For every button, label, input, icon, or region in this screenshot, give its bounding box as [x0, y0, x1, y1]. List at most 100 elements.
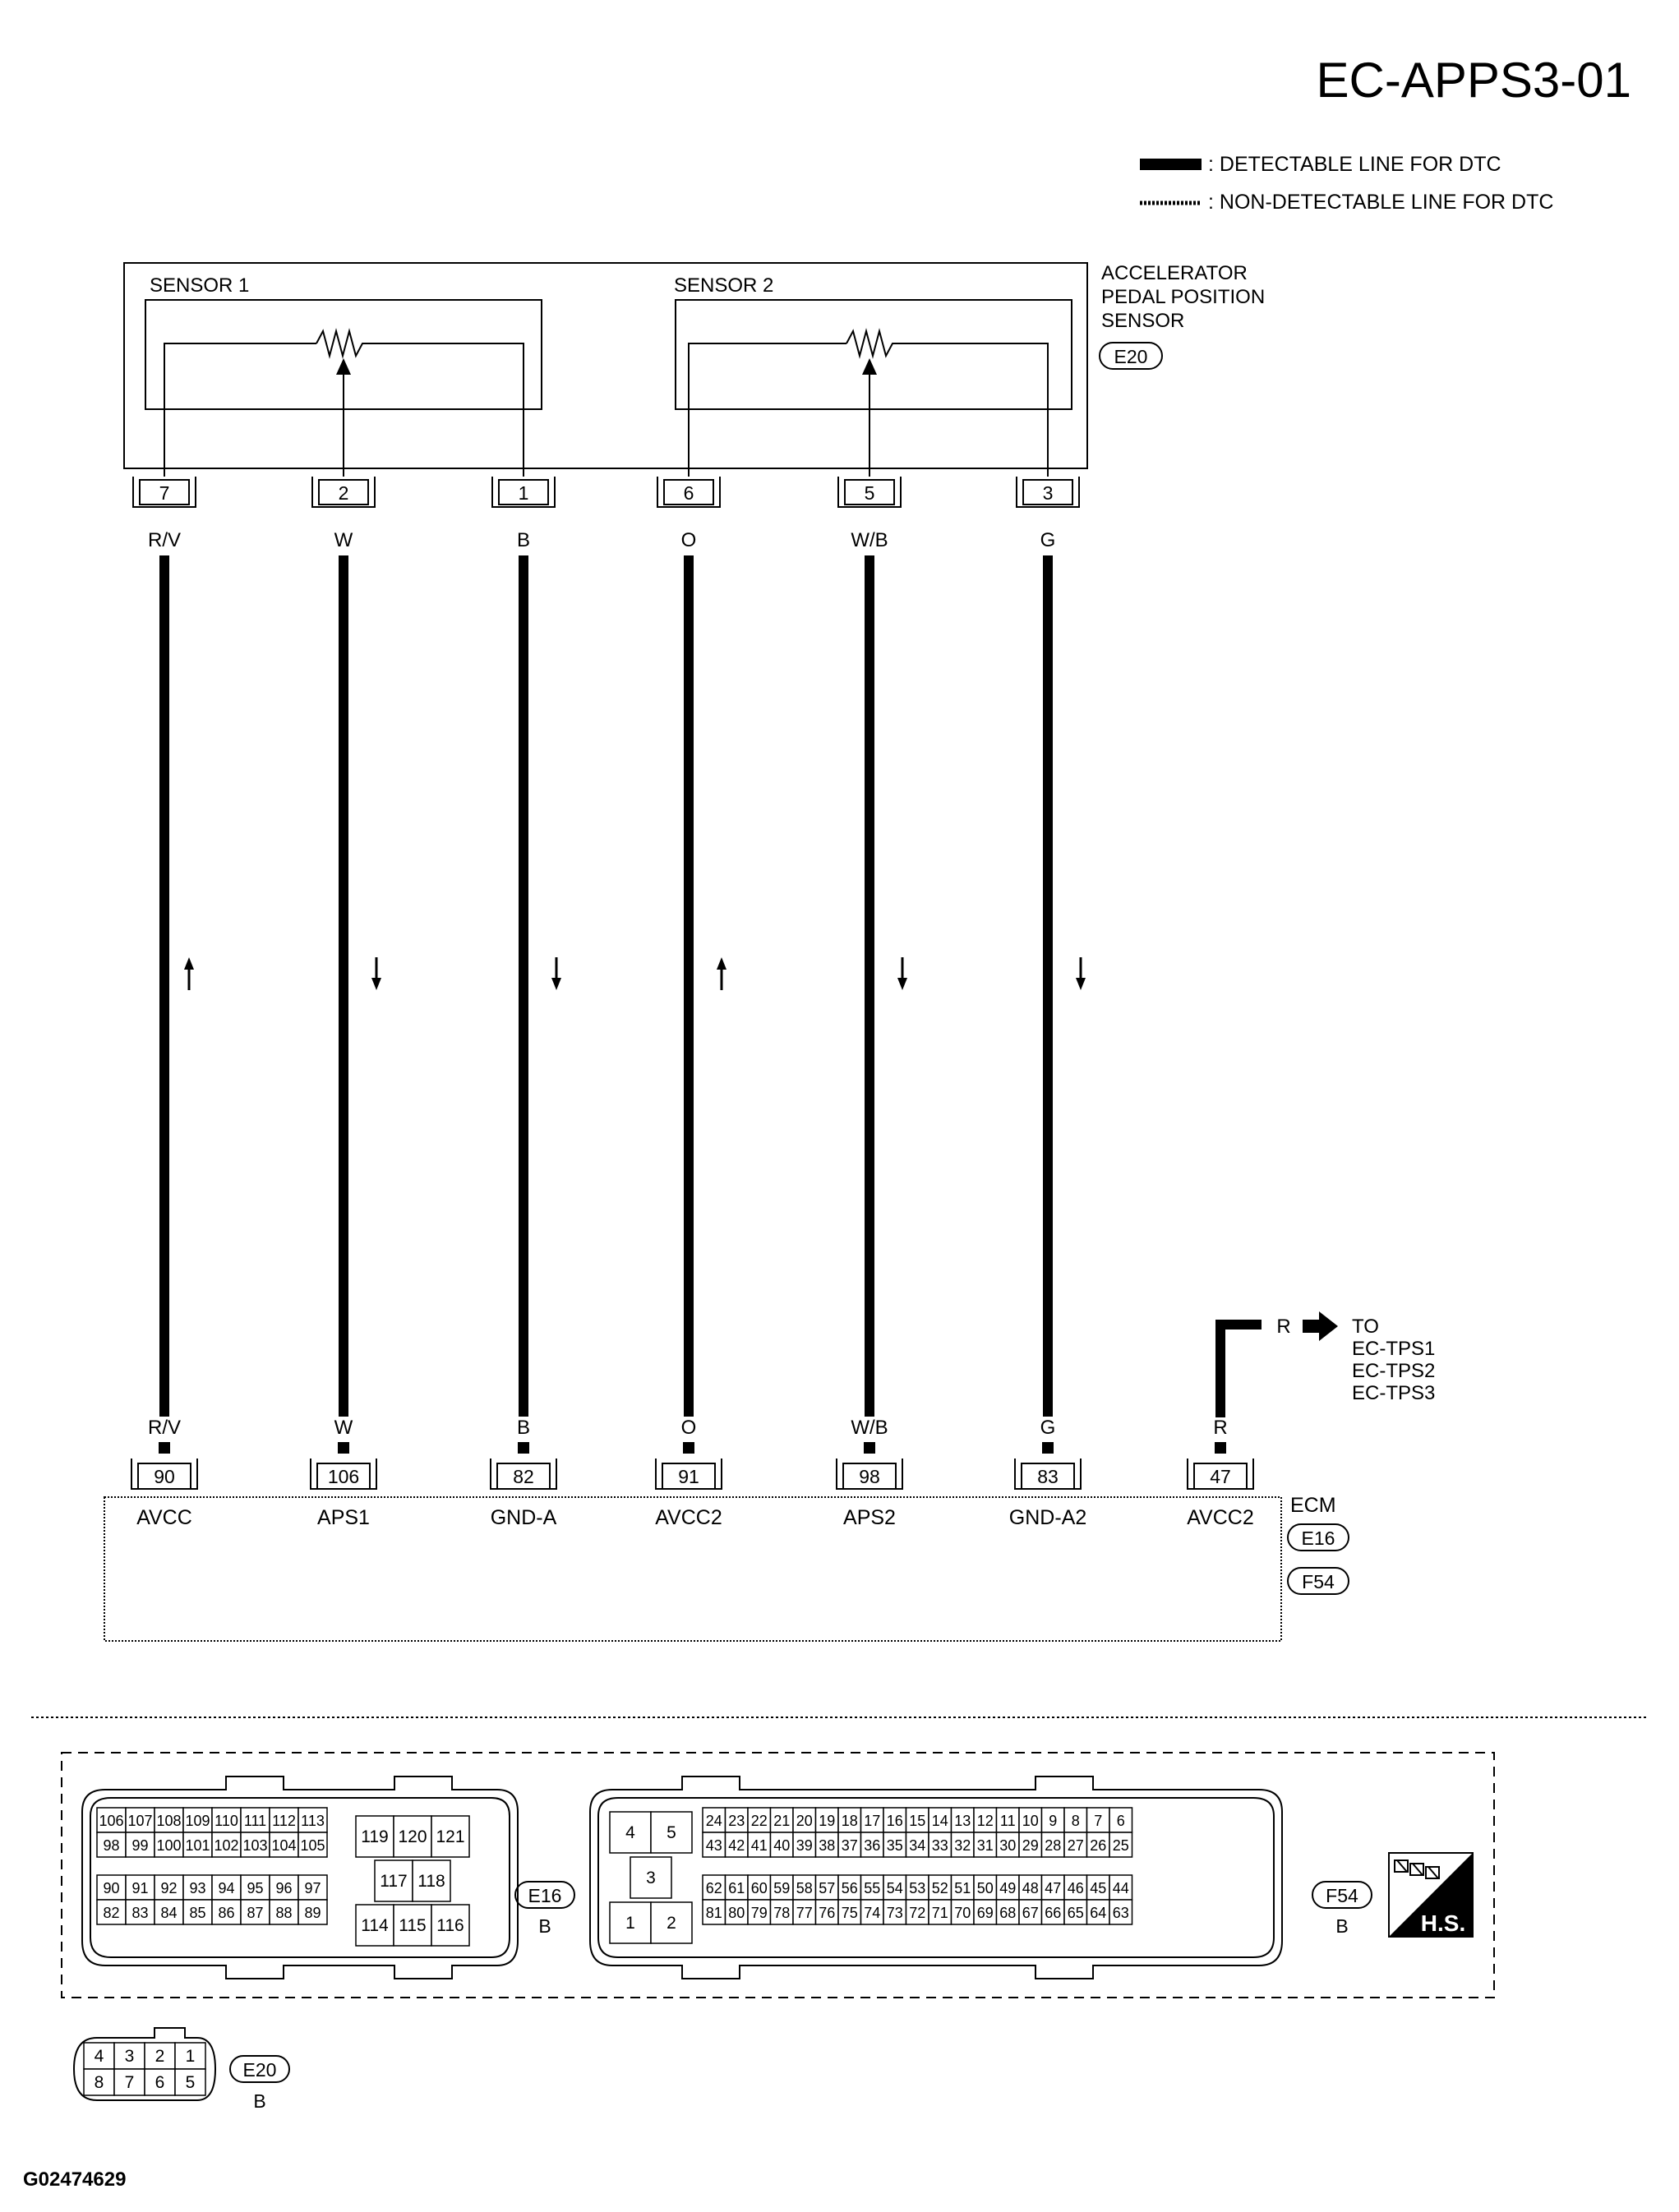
pin-cell-number: 7	[125, 2073, 135, 2092]
sensor-assembly: SENSOR 1 SENSOR 2 ACCELERATOR PEDAL POSI…	[123, 262, 1265, 477]
pin-cell-number: 98	[103, 1837, 119, 1854]
signal-arrow-up-icon	[717, 957, 726, 990]
pin-cell-number: 114	[361, 1916, 389, 1935]
pin-cell-number: 95	[247, 1880, 263, 1896]
pin-cell	[883, 1899, 907, 1925]
pin-cell-number: 70	[954, 1905, 971, 1921]
pin-cell-number: 97	[304, 1880, 321, 1896]
pin-cell-number: 79	[751, 1905, 768, 1921]
extra-wire-ecm-terminal	[1193, 1463, 1248, 1490]
pin-cell-number: 4	[95, 2047, 104, 2066]
pin-cell-number: 37	[842, 1837, 858, 1854]
pin-cell	[125, 1832, 155, 1858]
pin-cell-number: 29	[1022, 1837, 1039, 1854]
pin-cell-number: 89	[304, 1905, 321, 1921]
pin-cell-number: 111	[244, 1813, 266, 1829]
pin-cell-number: 104	[271, 1837, 296, 1854]
wire-stub	[683, 1442, 694, 1454]
ecm-terminal	[137, 1463, 191, 1490]
pin-cell-number: 2	[155, 2047, 165, 2066]
e20-badge-label: E20	[243, 2059, 277, 2081]
ecm-connector-label-f54: F54	[1302, 1571, 1335, 1592]
sensor-terminal	[139, 479, 190, 505]
pin-cell	[355, 1815, 394, 1858]
pin-cell	[995, 1874, 1020, 1901]
pin-cell-number: 100	[156, 1837, 181, 1854]
pin-cell	[431, 1815, 470, 1858]
extra-wire-ecm-pin: 47	[1210, 1466, 1231, 1487]
pin-cell	[769, 1832, 794, 1858]
sensor1-label: SENSOR 1	[150, 274, 249, 297]
pin-cell-number: 57	[819, 1880, 835, 1896]
sensor-terminal-clip	[311, 477, 376, 508]
signal-arrow-down-icon	[897, 957, 907, 990]
sensor-pin-number: 2	[339, 482, 349, 504]
wire-color-bottom: G	[1040, 1417, 1056, 1439]
pin-cell-number: 8	[1072, 1813, 1080, 1829]
pin-cell	[950, 1899, 975, 1925]
hs-connector-icon	[1394, 1859, 1440, 1879]
pin-cell-number: 39	[796, 1837, 813, 1854]
ecm-connector-badge-e16	[1287, 1523, 1349, 1551]
pin-cell-number: 25	[1113, 1837, 1129, 1854]
pin-cell-number: 16	[887, 1813, 903, 1829]
e16-badge	[514, 1881, 575, 1909]
pin-cell-number: 8	[95, 2073, 104, 2092]
pin-cell-number: 99	[131, 1837, 148, 1854]
pin-cell	[814, 1807, 839, 1833]
pin-cell-number: 84	[160, 1905, 177, 1921]
sensor2-label: SENSOR 2	[674, 274, 773, 297]
pin-cell-number: 17	[864, 1813, 880, 1829]
pin-cell-number: 31	[977, 1837, 994, 1854]
pin-cell-number: 68	[999, 1905, 1016, 1921]
sensor-pin-number: 6	[684, 482, 694, 504]
pin-cell-number: 36	[864, 1837, 880, 1854]
pin-cell	[83, 2042, 115, 2070]
wire-color-top: W	[334, 529, 353, 551]
pin-cell	[211, 1807, 242, 1833]
pin-cell-number: 67	[1022, 1905, 1039, 1921]
pin-cell-number: 90	[103, 1880, 119, 1896]
sensor-terminal-clip	[491, 477, 556, 508]
pin-cell	[96, 1807, 127, 1833]
pin-cell-number: 71	[932, 1905, 948, 1921]
sensor2-wiper-arrow	[862, 358, 877, 375]
pin-cell	[702, 1832, 726, 1858]
sensor-terminal-clip	[132, 477, 196, 508]
pin-cell-number: 12	[977, 1813, 994, 1829]
pin-cell-number: 11	[1000, 1813, 1016, 1829]
extra-wire-color-top: R	[1276, 1316, 1290, 1338]
ecm: ECM E16 F54	[104, 1494, 1349, 1642]
pin-cell	[973, 1807, 998, 1833]
extra-wire-to-line1: TO	[1352, 1316, 1379, 1338]
wire-color-top: W/B	[851, 529, 888, 551]
ecm-pin-number: 82	[513, 1466, 534, 1487]
wire-color-top: O	[681, 529, 697, 551]
sensor-name-line2: PEDAL POSITION	[1101, 286, 1265, 308]
sensor-outer-box	[123, 262, 1088, 469]
legend-detectable-swatch	[1140, 159, 1202, 170]
pin-cell-number: 15	[909, 1813, 925, 1829]
pin-cell-number: 66	[1045, 1905, 1061, 1921]
e16-badge-label: E16	[528, 1885, 562, 1906]
pin-cell	[298, 1874, 328, 1901]
ecm-pin-label: APS2	[843, 1506, 896, 1529]
pin-cell	[747, 1899, 772, 1925]
pin-cell-number: 14	[932, 1813, 948, 1829]
wire-stub	[1042, 1442, 1054, 1454]
pin-cell-number: 61	[728, 1880, 745, 1896]
sensor-terminal	[498, 479, 549, 505]
pin-cell	[1109, 1807, 1133, 1833]
pin-cell-number: 121	[436, 1827, 464, 1846]
signal-arrow-down-icon	[551, 957, 561, 990]
sensor-connector-badge	[1099, 342, 1163, 370]
wires-layer: 7R/VR/V90AVCC2WW106APS11BB82GND-A6OO91AV…	[131, 477, 1086, 1529]
pin-cell	[792, 1832, 817, 1858]
pin-cell	[928, 1832, 953, 1858]
pin-cell-number: 20	[796, 1813, 813, 1829]
pin-cell-number: 1	[625, 1914, 635, 1933]
pin-cell-number: 6	[1117, 1813, 1125, 1829]
